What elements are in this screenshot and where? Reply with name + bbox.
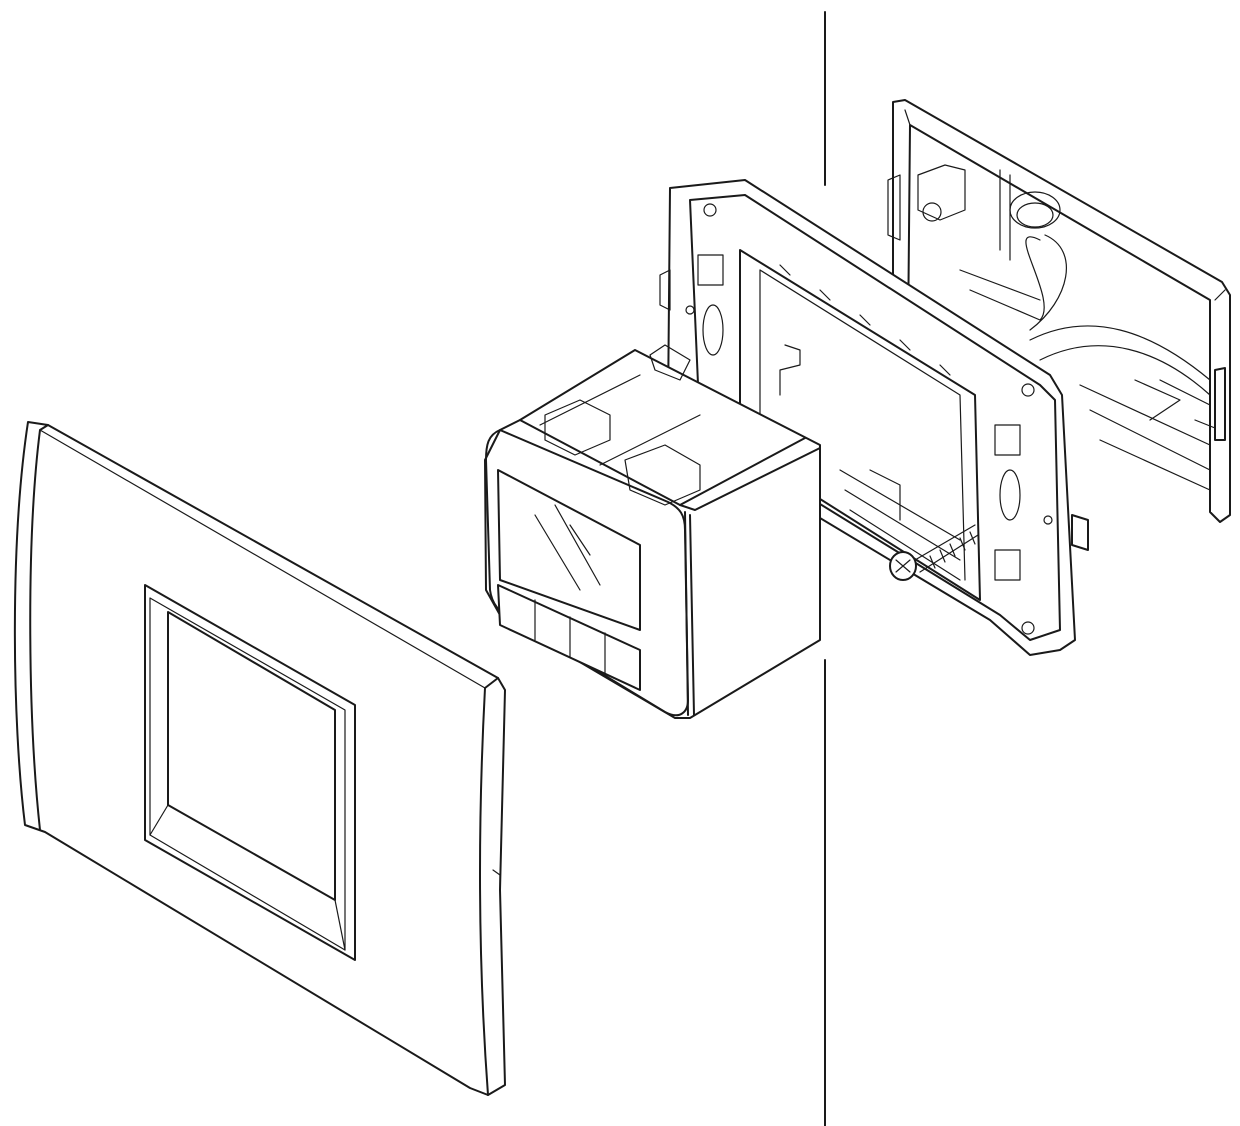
- device-module: [484, 344, 821, 719]
- cover-plate: [13, 421, 506, 1096]
- flush-mounting-box: [887, 99, 1231, 551]
- screw: [889, 524, 979, 581]
